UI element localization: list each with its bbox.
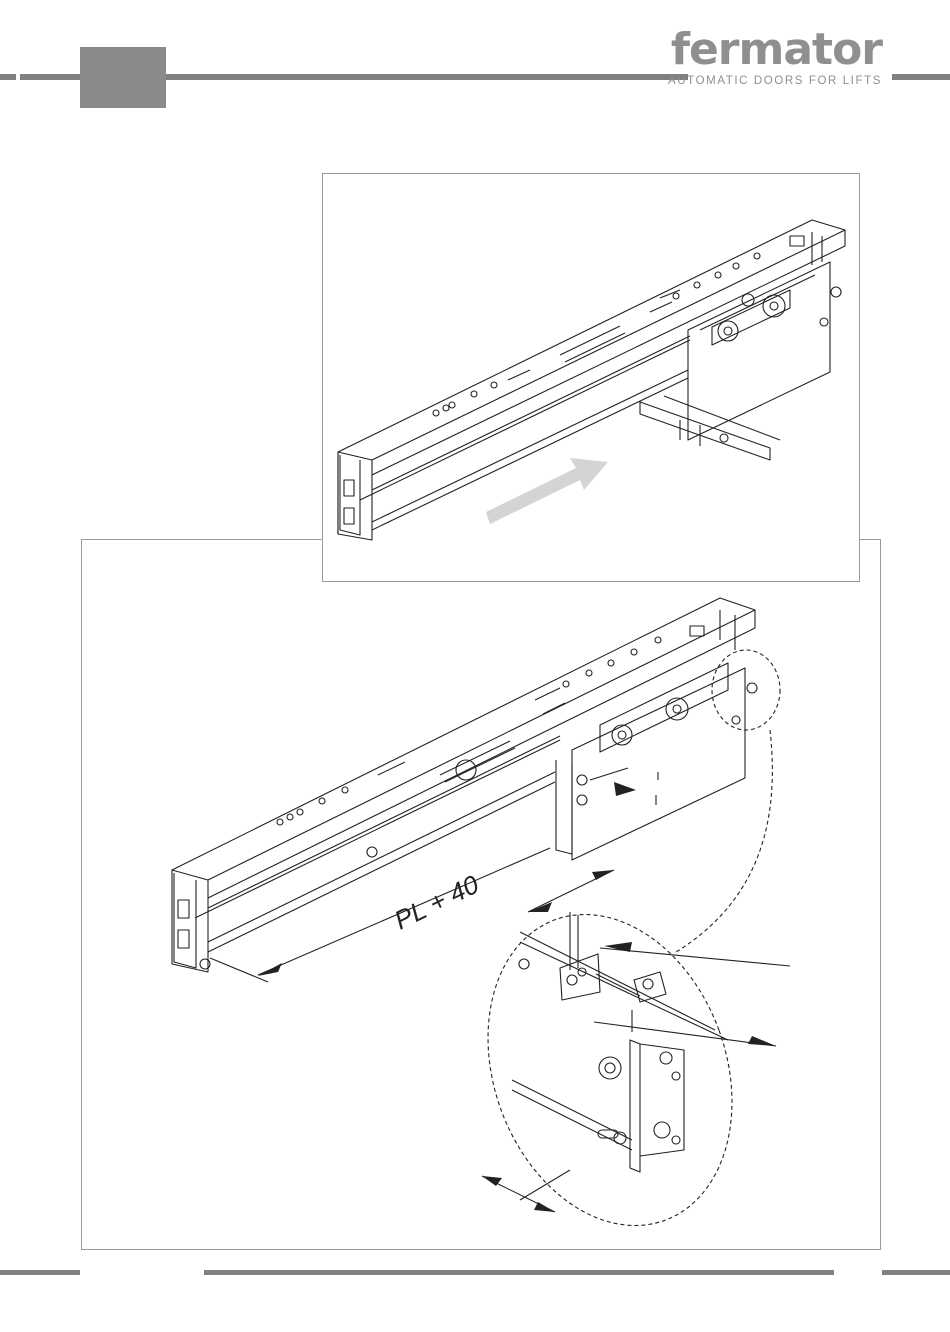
- footer-bar: [204, 1270, 834, 1275]
- detail-magnified-drawing: [512, 912, 728, 1172]
- dimension-label: PL + 40: [389, 869, 483, 936]
- footer-bar-left: [0, 1270, 80, 1275]
- main-operator-drawing: [172, 598, 757, 972]
- inset-operator-drawing: [338, 220, 845, 540]
- footer-bar-right: [882, 1270, 950, 1275]
- push-direction-arrow: [486, 458, 608, 524]
